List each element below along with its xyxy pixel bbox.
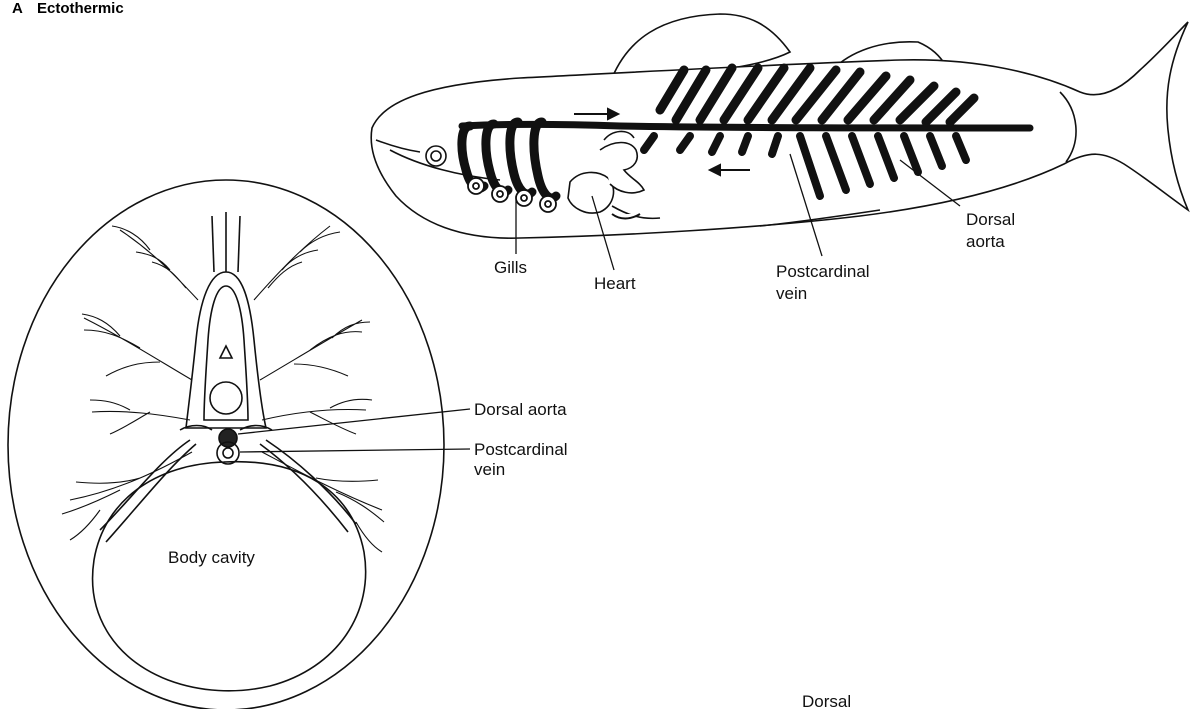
branch-vessel bbox=[112, 226, 198, 300]
notochord bbox=[210, 382, 242, 414]
dorsal-septum-left bbox=[212, 216, 214, 272]
branch-vessel bbox=[62, 452, 192, 540]
label-dorsal-aorta-2: aorta bbox=[966, 232, 1005, 252]
cross-section-view bbox=[8, 180, 444, 709]
label-gills: Gills bbox=[494, 258, 527, 278]
dorsal-septum-right bbox=[238, 216, 240, 272]
septum-left-2 bbox=[106, 444, 196, 542]
branch-vessel bbox=[254, 226, 340, 300]
dorsal-aorta-vessel bbox=[462, 125, 1030, 129]
segmental-branching-vessels bbox=[62, 226, 384, 552]
label-heart: Heart bbox=[594, 274, 636, 294]
postcardinal-cross-leader bbox=[240, 449, 470, 452]
dorsal-aorta-cross-leader bbox=[238, 409, 470, 434]
label-cross-dorsal-aorta: Dorsal aorta bbox=[474, 400, 567, 420]
panel-title: Ectothermic bbox=[37, 0, 124, 18]
label-cross-postcardinal-2: vein bbox=[474, 460, 505, 480]
label-cross-postcardinal-1: Postcardinal bbox=[474, 440, 568, 460]
septum-right-2 bbox=[260, 444, 348, 532]
label-next-panel-dorsal: Dorsal bbox=[802, 692, 851, 712]
label-body-cavity: Body cavity bbox=[168, 548, 255, 568]
panel-letter: A bbox=[12, 0, 23, 18]
segmental-vessel bbox=[742, 136, 748, 152]
branch-vessel bbox=[260, 320, 370, 380]
label-postcardinal-vein-1: Postcardinal bbox=[776, 262, 870, 282]
neural-column-outer bbox=[186, 272, 266, 428]
horizontal-septum-left bbox=[100, 440, 190, 530]
horizontal-septum-right bbox=[266, 440, 356, 524]
heart-outline bbox=[568, 172, 614, 213]
segmental-vessel bbox=[772, 136, 778, 154]
label-dorsal-aorta-1: Dorsal bbox=[966, 210, 1015, 230]
cross-postcardinal-inner bbox=[223, 448, 233, 458]
neural-canal bbox=[220, 346, 232, 358]
branch-vessel bbox=[82, 314, 192, 380]
body-cavity-outline bbox=[93, 462, 366, 691]
label-postcardinal-vein-2: vein bbox=[776, 284, 807, 304]
branch-vessel bbox=[90, 400, 190, 434]
branch-vessel bbox=[262, 399, 372, 434]
